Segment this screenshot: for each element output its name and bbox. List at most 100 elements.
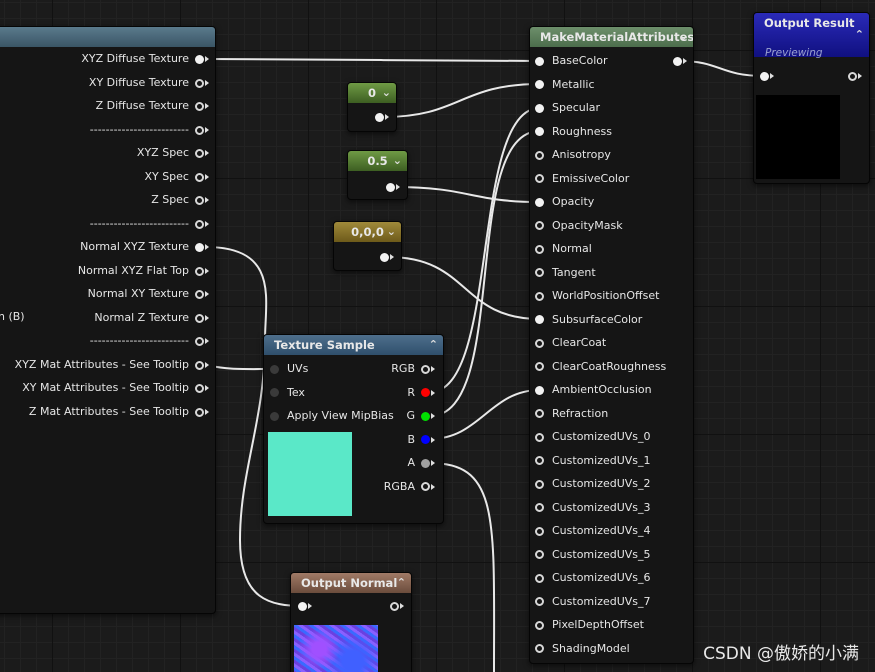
- mma-input-pin-worldpositionoffset[interactable]: WorldPositionOffset: [535, 287, 659, 305]
- pin-label: Normal XY Texture: [87, 287, 189, 300]
- pin-label: G: [406, 409, 415, 422]
- pin-icon: [195, 148, 204, 158]
- function-output-pin[interactable]: -------------------------: [90, 332, 209, 350]
- chevron-up-icon[interactable]: ⌃: [396, 576, 406, 589]
- constant-0-node[interactable]: 0 ⌄: [347, 82, 397, 132]
- mma-input-pin-emissivecolor[interactable]: EmissiveColor: [535, 170, 629, 188]
- wire-diffuse-basecolor: [205, 58, 541, 62]
- constant-0-output-pin[interactable]: [375, 108, 389, 126]
- texture-output-pin-r[interactable]: R: [407, 384, 435, 402]
- make-material-attributes-node[interactable]: MakeMaterialAttributes ⌄: [529, 26, 694, 664]
- mma-input-pin-clearcoat[interactable]: ClearCoat: [535, 334, 606, 352]
- function-output-pin[interactable]: Z Diffuse Texture: [96, 97, 209, 115]
- texture-output-pin-rgb[interactable]: RGB: [391, 360, 435, 378]
- output-result-node[interactable]: Output Result ⌃ Previewing: [753, 12, 870, 184]
- mma-input-pin-customizeduvs_4[interactable]: CustomizedUVs_4: [535, 522, 651, 540]
- mma-input-pin-basecolor[interactable]: BaseColor: [535, 52, 608, 70]
- constant-05-output-pin[interactable]: [386, 178, 400, 196]
- pin-icon: [195, 266, 204, 276]
- pin-icon: [298, 601, 307, 611]
- texture-output-pin-a[interactable]: A: [407, 454, 435, 472]
- mma-input-pin-opacity[interactable]: Opacity: [535, 193, 594, 211]
- chevron-down-icon[interactable]: ⌄: [392, 154, 402, 167]
- mma-input-pin-metallic[interactable]: Metallic: [535, 76, 595, 94]
- mma-input-pin-opacitymask[interactable]: OpacityMask: [535, 217, 623, 235]
- chevron-up-icon[interactable]: ⌃: [428, 338, 438, 351]
- texture-sample-node[interactable]: Texture Sample ⌃: [263, 334, 444, 524]
- chevron-down-icon[interactable]: ⌄: [678, 30, 688, 43]
- mma-input-pin-shadingmodel[interactable]: ShadingModel: [535, 640, 630, 658]
- function-output-pin[interactable]: Normal XYZ Texture: [80, 238, 209, 256]
- texture-sample-title: Texture Sample: [274, 338, 375, 352]
- function-output-pin[interactable]: -------------------------: [90, 215, 209, 233]
- mma-input-pin-customizeduvs_0[interactable]: CustomizedUVs_0: [535, 428, 651, 446]
- function-output-pin[interactable]: Normal XY Texture: [88, 285, 209, 303]
- constant-vector-header[interactable]: 0,0,0 ⌄: [334, 222, 401, 242]
- constant-05-node[interactable]: 0.5 ⌄: [347, 150, 408, 200]
- mma-input-pin-roughness[interactable]: Roughness: [535, 123, 612, 141]
- function-output-pin[interactable]: Normal XYZ Flat Top: [78, 262, 209, 280]
- texture-output-pin-rgba[interactable]: RGBA: [384, 478, 435, 496]
- mma-input-pin-customizeduvs_3[interactable]: CustomizedUVs_3: [535, 499, 651, 517]
- output-normal-input-pin[interactable]: [298, 597, 312, 615]
- mma-input-pin-customizeduvs_7[interactable]: CustomizedUVs_7: [535, 593, 651, 611]
- pin-label: CustomizedUVs_7: [552, 594, 651, 608]
- output-normal-header[interactable]: Output Normal ⌃: [291, 573, 411, 593]
- pin-icon: [421, 458, 430, 468]
- pin-label: Tex: [287, 385, 305, 399]
- function-output-pin[interactable]: Normal Z Texture: [94, 309, 209, 327]
- chevron-down-icon[interactable]: ⌄: [386, 225, 396, 238]
- function-output-pin[interactable]: XY Diffuse Texture: [89, 74, 209, 92]
- function-output-pin[interactable]: XYZ Diffuse Texture: [81, 50, 209, 68]
- constant-vector-output-pin[interactable]: [380, 248, 394, 266]
- function-output-pin[interactable]: Z Mat Attributes - See Tooltip: [29, 403, 209, 421]
- mma-input-pin-customizeduvs_6[interactable]: CustomizedUVs_6: [535, 569, 651, 587]
- wire-g-roughness: [429, 130, 541, 417]
- constant-0-header[interactable]: 0 ⌄: [348, 83, 396, 103]
- output-result-output-pin[interactable]: [848, 67, 862, 85]
- texture-sample-header[interactable]: Texture Sample ⌃: [264, 335, 443, 355]
- mma-node-header[interactable]: MakeMaterialAttributes ⌄: [530, 27, 693, 47]
- function-node-header[interactable]: [0, 27, 215, 47]
- output-normal-node[interactable]: Output Normal ⌃: [290, 572, 412, 672]
- texture-output-pin-b[interactable]: B: [407, 431, 435, 449]
- mma-input-pin-anisotropy[interactable]: Anisotropy: [535, 146, 611, 164]
- pin-label: Z Diffuse Texture: [95, 99, 189, 112]
- pin-label: -------------------------: [89, 334, 189, 347]
- pin-icon: [535, 174, 544, 183]
- function-output-pin[interactable]: XYZ Spec: [137, 144, 209, 162]
- output-normal-output-pin[interactable]: [390, 597, 404, 615]
- function-output-pin[interactable]: -------------------------: [90, 121, 209, 139]
- function-output-pin[interactable]: XY Spec: [144, 168, 209, 186]
- mma-output-pin[interactable]: [673, 52, 687, 70]
- material-function-node[interactable]: [0, 26, 216, 614]
- pin-label: AmbientOcclusion: [552, 383, 652, 396]
- mma-input-pin-tangent[interactable]: Tangent: [535, 264, 596, 282]
- mma-input-pin-normal[interactable]: Normal: [535, 240, 592, 258]
- function-output-pin[interactable]: Z Spec: [151, 191, 209, 209]
- mma-input-pin-clearcoatroughness[interactable]: ClearCoatRoughness: [535, 358, 666, 376]
- function-output-pin[interactable]: XY Mat Attributes - See Tooltip: [22, 379, 209, 397]
- mma-input-pin-specular[interactable]: Specular: [535, 99, 600, 117]
- mma-input-pin-customizeduvs_5[interactable]: CustomizedUVs_5: [535, 546, 651, 564]
- pin-icon: [421, 435, 430, 444]
- output-result-input-pin[interactable]: [760, 67, 774, 85]
- mma-input-pin-customizeduvs_1[interactable]: CustomizedUVs_1: [535, 452, 651, 470]
- function-output-pin[interactable]: XYZ Mat Attributes - See Tooltip: [15, 356, 209, 374]
- texture-input-pin[interactable]: UVs: [270, 360, 308, 378]
- output-result-header[interactable]: Output Result ⌃: [754, 13, 869, 57]
- mma-input-pin-refraction[interactable]: Refraction: [535, 405, 608, 423]
- chevron-up-icon[interactable]: ⌃: [854, 28, 864, 41]
- pin-label: Apply View MipBias: [287, 409, 394, 422]
- constant-vector-node[interactable]: 0,0,0 ⌄: [333, 221, 402, 271]
- texture-input-pin[interactable]: Tex: [270, 384, 305, 402]
- mma-input-pin-pixeldepthoffset[interactable]: PixelDepthOffset: [535, 616, 644, 634]
- chevron-down-icon[interactable]: ⌄: [381, 86, 391, 99]
- texture-output-pin-g[interactable]: G: [406, 407, 435, 425]
- texture-input-pin[interactable]: Apply View MipBias: [270, 407, 394, 425]
- constant-05-header[interactable]: 0.5 ⌄: [348, 151, 407, 171]
- mma-input-pin-ambientocclusion[interactable]: AmbientOcclusion: [535, 381, 652, 399]
- mma-input-pin-customizeduvs_2[interactable]: CustomizedUVs_2: [535, 475, 651, 493]
- mma-input-pin-subsurfacecolor[interactable]: SubsurfaceColor: [535, 311, 642, 329]
